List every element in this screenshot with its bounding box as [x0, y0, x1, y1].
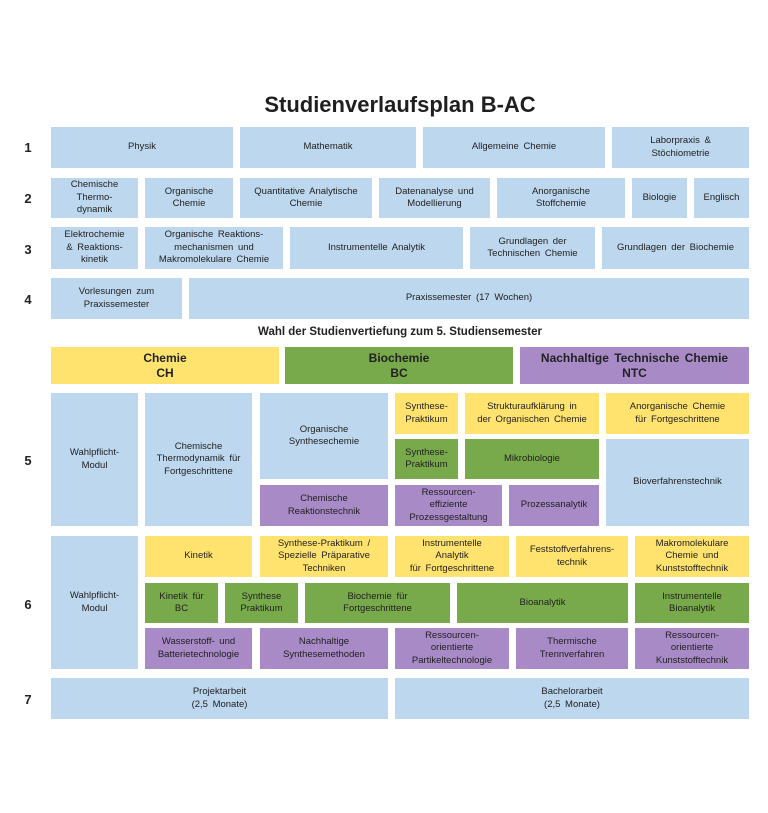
track-header-chemie: Chemie CH: [51, 347, 279, 384]
module-biologie: Biologie: [632, 178, 687, 218]
module-instrumentelle-analytik-fortgeschrittene: Instrumentelle Analytik für Fortgeschrit…: [395, 536, 509, 577]
module-biochemie-fortgeschrittene: Biochemie für Fortgeschrittene: [305, 583, 450, 623]
module-grundlagen-biochemie: Grundlagen der Biochemie: [602, 227, 749, 269]
module-thermische-trennverfahren: Thermische Trennverfahren: [516, 628, 628, 669]
row-number-7: 7: [24, 692, 32, 707]
module-makromolekulare-chemie: Makromolekulare Chemie und Kunststofftec…: [635, 536, 749, 577]
module-physik: Physik: [51, 127, 233, 168]
row-number-1: 1: [24, 140, 32, 155]
module-wahlpflicht-5: Wahlpflicht- Modul: [51, 393, 138, 526]
specialization-choice-label: Wahl der Studienvertiefung zum 5. Studie…: [258, 326, 542, 338]
track-header-ntc: Nachhaltige Technische Chemie NTC: [520, 347, 749, 384]
track-header-biochemie: Biochemie BC: [285, 347, 513, 384]
module-quantitative-analytische-chemie: Quantitative Analytische Chemie: [240, 178, 372, 218]
module-ressourcenorientierte-kunststofftechnik: Ressourcen- orientierte Kunststofftechni…: [635, 628, 749, 669]
module-synthese-praktikum-ch: Synthese- Praktikum: [395, 393, 458, 434]
module-anorganische-stoffchemie: Anorganische Stoffchemie: [497, 178, 625, 218]
page-title: Studienverlaufsplan B-AC: [264, 92, 536, 117]
module-kinetik: Kinetik: [145, 536, 252, 577]
module-nachhaltige-synthesemethoden: Nachhaltige Synthesemethoden: [260, 628, 388, 669]
row-number-3: 3: [24, 242, 32, 257]
module-organische-chemie: Organische Chemie: [145, 178, 233, 218]
row-number-5: 5: [24, 453, 32, 468]
module-bachelorarbeit: Bachelorarbeit (2,5 Monate): [395, 678, 749, 719]
module-ressourcen-effiziente-prozessgestaltung: Ressourcen- effiziente Prozessgestaltung: [395, 485, 502, 526]
module-wasserstoff-batterietechnologie: Wasserstoff- und Batterietechnologie: [145, 628, 252, 669]
module-synthese-praktikum-spezielle-techniken: Synthese-Praktikum / Spezielle Präparati…: [260, 536, 388, 577]
module-ressourcenorientierte-partikeltechnologie: Ressourcen- orientierte Partikeltechnolo…: [395, 628, 509, 669]
module-instrumentelle-bioanalytik: Instrumentelle Bioanalytik: [635, 583, 749, 623]
module-synthese-praktikum-bc-6: Synthese Praktikum: [225, 583, 298, 623]
module-bioverfahrenstechnik: Bioverfahrenstechnik: [606, 439, 749, 526]
module-chemische-thermodynamik: Chemische Thermo- dynamik: [51, 178, 138, 218]
module-vorlesungen-praxissemester: Vorlesungen zum Praxissemester: [51, 278, 182, 319]
module-mikrobiologie: Mikrobiologie: [465, 439, 599, 479]
module-praxissemester: Praxissemester (17 Wochen): [189, 278, 749, 319]
module-projektarbeit: Projektarbeit (2,5 Monate): [51, 678, 388, 719]
module-organische-synthesechemie: Organische Synthesechemie: [260, 393, 388, 479]
module-chemische-thermodynamik-fortgeschrittene: Chemische Thermodynamik für Fortgeschrit…: [145, 393, 252, 526]
module-bioanalytik: Bioanalytik: [457, 583, 628, 623]
module-allgemeine-chemie: Allgemeine Chemie: [423, 127, 605, 168]
module-organische-reaktionsmechanismen: Organische Reaktions- mechanismen und Ma…: [145, 227, 283, 269]
module-strukturaufklaerung: Strukturaufklärung in der Organischen Ch…: [465, 393, 599, 434]
module-englisch: Englisch: [694, 178, 749, 218]
module-elektrochemie: Elektrochemie & Reaktions- kinetik: [51, 227, 138, 269]
module-feststoffverfahrenstechnik: Feststoffverfahrens- technik: [516, 536, 628, 577]
module-laborpraxis: Laborpraxis & Stöchiometrie: [612, 127, 749, 168]
row-number-2: 2: [24, 191, 32, 206]
module-grundlagen-technische-chemie: Grundlagen der Technischen Chemie: [470, 227, 595, 269]
row-number-6: 6: [24, 597, 32, 612]
row-number-4: 4: [24, 292, 32, 307]
module-prozessanalytik: Prozessanalytik: [509, 485, 599, 526]
module-instrumentelle-analytik: Instrumentelle Analytik: [290, 227, 463, 269]
module-kinetik-bc: Kinetik für BC: [145, 583, 218, 623]
module-synthese-praktikum-bc: Synthese- Praktikum: [395, 439, 458, 479]
module-datenanalyse: Datenanalyse und Modellierung: [379, 178, 490, 218]
module-anorganische-chemie-fortgeschrittene: Anorganische Chemie für Fortgeschrittene: [606, 393, 749, 434]
module-mathematik: Mathematik: [240, 127, 416, 168]
module-chemische-reaktionstechnik: Chemische Reaktionstechnik: [260, 485, 388, 526]
module-wahlpflicht-6: Wahlpflicht- Modul: [51, 536, 138, 669]
